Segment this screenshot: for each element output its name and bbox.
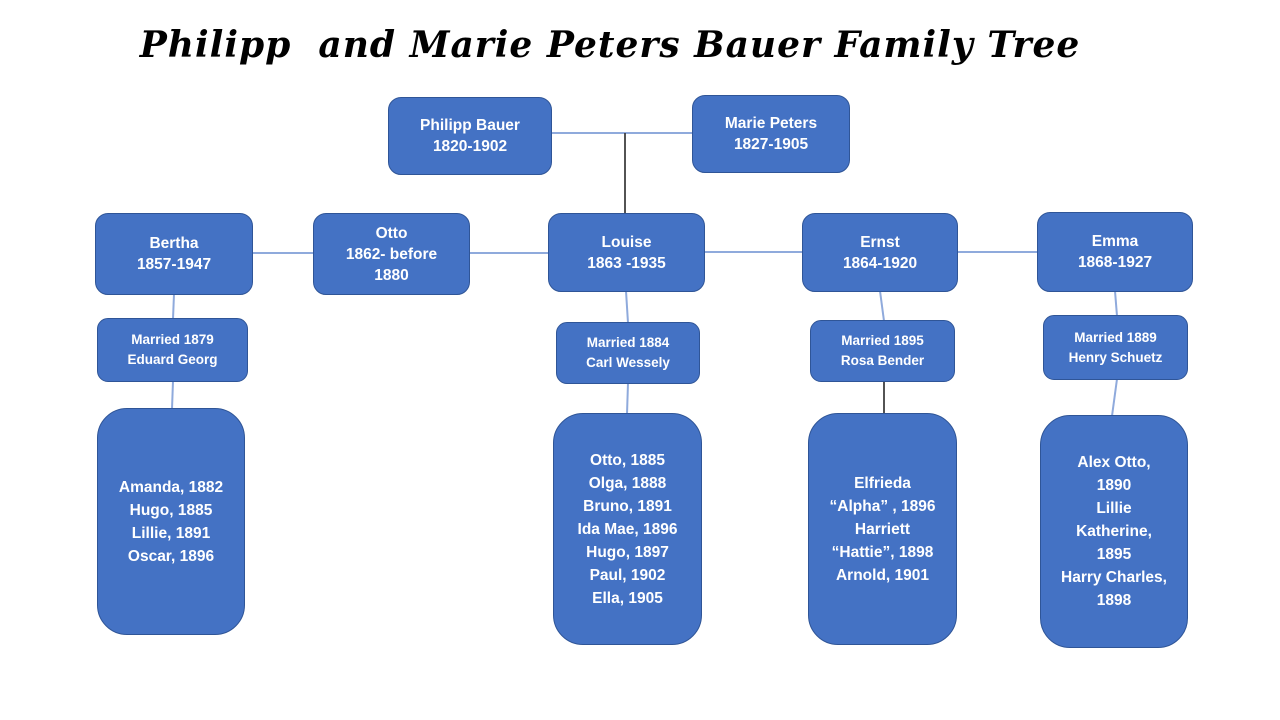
person-box-otto: Otto 1862- before 1880 bbox=[313, 213, 470, 295]
children-box-emma: Alex Otto, 1890 Lillie Katherine, 1895 H… bbox=[1040, 415, 1188, 648]
children-list: Otto, 1885 Olga, 1888 Bruno, 1891 Ida Ma… bbox=[577, 451, 678, 607]
children-box-bertha: Amanda, 1882 Hugo, 1885 Lillie, 1891 Osc… bbox=[97, 408, 245, 635]
children-box-louise: Otto, 1885 Olga, 1888 Bruno, 1891 Ida Ma… bbox=[553, 413, 702, 645]
person-box-emma: Emma 1868-1927 bbox=[1037, 212, 1193, 292]
person-box-bertha: Bertha 1857-1947 bbox=[95, 213, 253, 295]
connector-louise-marriage bbox=[625, 290, 629, 324]
person-name: Louise bbox=[601, 233, 652, 251]
person-years: 1862- before 1880 bbox=[345, 245, 438, 284]
person-years: 1868-1927 bbox=[1077, 254, 1153, 271]
person-name: Marie Peters bbox=[724, 115, 818, 132]
person-name: Otto bbox=[375, 224, 408, 242]
children-list: Elfrieda “Alpha” , 1896 Harriett “Hattie… bbox=[829, 474, 936, 584]
page-title: Philipp and Marie Peters Bauer Family Tr… bbox=[139, 24, 1081, 66]
person-years: 1857-1947 bbox=[136, 256, 212, 273]
marriage-text: Married 1895 Rosa Bender bbox=[840, 333, 925, 368]
connector-louise-children bbox=[626, 382, 629, 415]
person-name: Ernst bbox=[860, 233, 900, 251]
person-box-ernst: Ernst 1864-1920 bbox=[802, 213, 958, 292]
person-box-marie: Marie Peters 1827-1905 bbox=[692, 95, 850, 173]
marriage-text: Married 1889 Henry Schuetz bbox=[1068, 329, 1163, 365]
connector-emma-marriage bbox=[1114, 290, 1118, 317]
person-box-louise: Louise 1863 -1935 bbox=[548, 213, 705, 292]
children-list: Alex Otto, 1890 Lillie Katherine, 1895 H… bbox=[1061, 454, 1167, 609]
marriage-box-emma: Married 1889 Henry Schuetz bbox=[1043, 315, 1188, 380]
person-name: Bertha bbox=[149, 235, 199, 252]
person-years: 1863 -1935 bbox=[587, 254, 666, 272]
connector-bertha-marriage bbox=[172, 293, 175, 320]
person-years: 1820-1902 bbox=[432, 138, 508, 155]
connector-ernst-marriage bbox=[879, 290, 885, 322]
marriage-text: Married 1884 Carl Wessely bbox=[586, 335, 670, 370]
person-box-philipp: Philipp Bauer 1820-1902 bbox=[388, 97, 552, 175]
connector-bertha-children bbox=[171, 380, 174, 410]
children-list: Amanda, 1882 Hugo, 1885 Lillie, 1891 Osc… bbox=[118, 478, 224, 565]
person-years: 1864-1920 bbox=[842, 254, 918, 272]
connector-emma-children bbox=[1111, 378, 1118, 417]
marriage-box-bertha: Married 1879 Eduard Georg bbox=[97, 318, 248, 382]
person-name: Philipp Bauer bbox=[420, 117, 520, 134]
children-box-ernst: Elfrieda “Alpha” , 1896 Harriett “Hattie… bbox=[808, 413, 957, 645]
marriage-text: Married 1879 Eduard Georg bbox=[127, 332, 218, 367]
marriage-box-louise: Married 1884 Carl Wessely bbox=[556, 322, 700, 384]
marriage-box-ernst: Married 1895 Rosa Bender bbox=[810, 320, 955, 382]
person-name: Emma bbox=[1091, 233, 1139, 250]
person-years: 1827-1905 bbox=[733, 136, 809, 153]
